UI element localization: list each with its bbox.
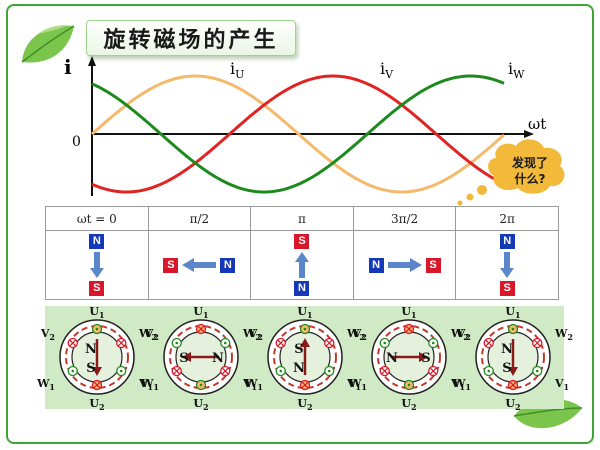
rotor-pole-label: S: [294, 342, 303, 357]
south-pole: S: [425, 257, 441, 273]
terminal-label: V1: [450, 377, 465, 392]
arrow-right-icon: [387, 258, 422, 272]
rotor-pole-label: N: [501, 342, 513, 357]
south-pole: S: [294, 234, 310, 249]
x-axis-label: ωt: [528, 115, 546, 133]
curve-iU: [90, 74, 505, 194]
terminal-label: U2: [401, 397, 416, 412]
terminal-label: U1: [297, 305, 312, 320]
x-axis-arrow: [524, 130, 534, 138]
terminal-label: W2: [346, 327, 365, 342]
terminal-label: V2: [352, 327, 367, 342]
rotor-arrow-down: [92, 339, 102, 376]
pole-cell: S N: [147, 230, 252, 300]
terminal-label: W1: [36, 377, 55, 392]
north-pole: N: [294, 281, 310, 296]
label-iU: iU: [230, 59, 244, 81]
terminal-label: W2: [450, 327, 469, 342]
terminal-label: U1: [89, 305, 104, 320]
terminal-label: W1: [140, 377, 159, 392]
y-axis-arrow: [88, 56, 96, 66]
terminal-label: V1: [346, 377, 361, 392]
terminal-label: W2: [138, 327, 157, 342]
rotor-arrow-down: [508, 339, 518, 376]
terminal-label: W2: [554, 327, 573, 342]
terminal-label: V1: [242, 377, 257, 392]
rotor-pole-label: S: [421, 351, 430, 366]
south-pole: S: [89, 281, 105, 296]
rotor-pole-label: N: [293, 361, 305, 376]
terminal-label: V2: [40, 327, 55, 342]
terminal-label: V2: [248, 327, 263, 342]
terminal-label: U2: [505, 397, 520, 412]
arrow-up-icon: [294, 252, 309, 278]
south-pole: S: [499, 281, 515, 296]
thought-bubble: [457, 139, 565, 206]
terminal-label: W1: [244, 377, 263, 392]
north-pole: N: [499, 234, 515, 249]
origin-label: 0: [72, 134, 81, 150]
north-pole: N: [89, 234, 105, 249]
col-header: 2π: [455, 206, 559, 231]
terminal-label: W2: [242, 327, 261, 342]
terminal-label: U1: [401, 305, 416, 320]
pole-cell: N S: [352, 230, 457, 300]
terminal-label: U2: [193, 397, 208, 412]
terminal-label: V1: [554, 377, 569, 392]
rotor-arrow-up: [300, 338, 310, 375]
rotor-pole-label: S: [86, 361, 95, 376]
arrow-down-icon: [500, 252, 515, 278]
rotor-arrow-left: [182, 352, 219, 362]
motor-cross-section: NS: [59, 319, 135, 395]
rotor-pole-label: N: [85, 342, 97, 357]
arrow-left-icon: [182, 258, 217, 272]
curve-iV: [91, 74, 505, 194]
title-box: 旋转磁场的产生: [86, 20, 296, 56]
south-pole: S: [163, 257, 179, 273]
terminal-label: V2: [456, 327, 471, 342]
col-header: π/2: [147, 206, 252, 231]
pole-table-header: ωt = 0 π/2 π 3π/2 2π: [45, 206, 559, 231]
terminal-label: W1: [348, 377, 367, 392]
terminal-label: V2: [144, 327, 159, 342]
rotor-pole-label: N: [386, 351, 398, 366]
leaf-icon: [21, 24, 75, 63]
terminal-label: U2: [297, 397, 312, 412]
pole-cell: N S: [45, 230, 149, 300]
terminal-label: U2: [89, 397, 104, 412]
north-pole: N: [220, 257, 236, 273]
motor-cross-section: NS: [475, 319, 551, 395]
north-pole: N: [368, 257, 384, 273]
label-iW: iW: [508, 59, 525, 81]
col-header: π: [250, 206, 354, 231]
arrow-down-icon: [89, 252, 104, 278]
pole-cell: N S: [455, 230, 559, 300]
rotor-pole-label: S: [179, 351, 188, 366]
rotor-pole-label: S: [502, 361, 511, 376]
rotor-arrow-right: [391, 352, 428, 362]
page-title: 旋转磁场的产生: [103, 28, 279, 53]
thought-bubble-text: 发现了 什么?: [511, 156, 548, 186]
pole-cell: S N: [250, 230, 354, 300]
terminal-label: U1: [193, 305, 208, 320]
label-iV: iV: [380, 59, 394, 81]
rotor-pole-label: N: [212, 351, 224, 366]
curve-iW: [91, 74, 505, 194]
motor-cross-section: SN: [267, 319, 343, 395]
current-waveform-diagram: i 0 ωt iU iV iW: [64, 55, 565, 206]
terminal-label: V1: [138, 377, 153, 392]
col-header: ωt = 0: [45, 206, 149, 231]
pole-table-row: N S S N S N N S: [45, 230, 559, 300]
terminal-label: W1: [452, 377, 471, 392]
y-axis-label: i: [64, 55, 72, 79]
pole-table: ωt = 0 π/2 π 3π/2 2π N S S N S N: [45, 206, 559, 300]
terminal-label: U1: [505, 305, 520, 320]
current-curves: [90, 74, 505, 194]
